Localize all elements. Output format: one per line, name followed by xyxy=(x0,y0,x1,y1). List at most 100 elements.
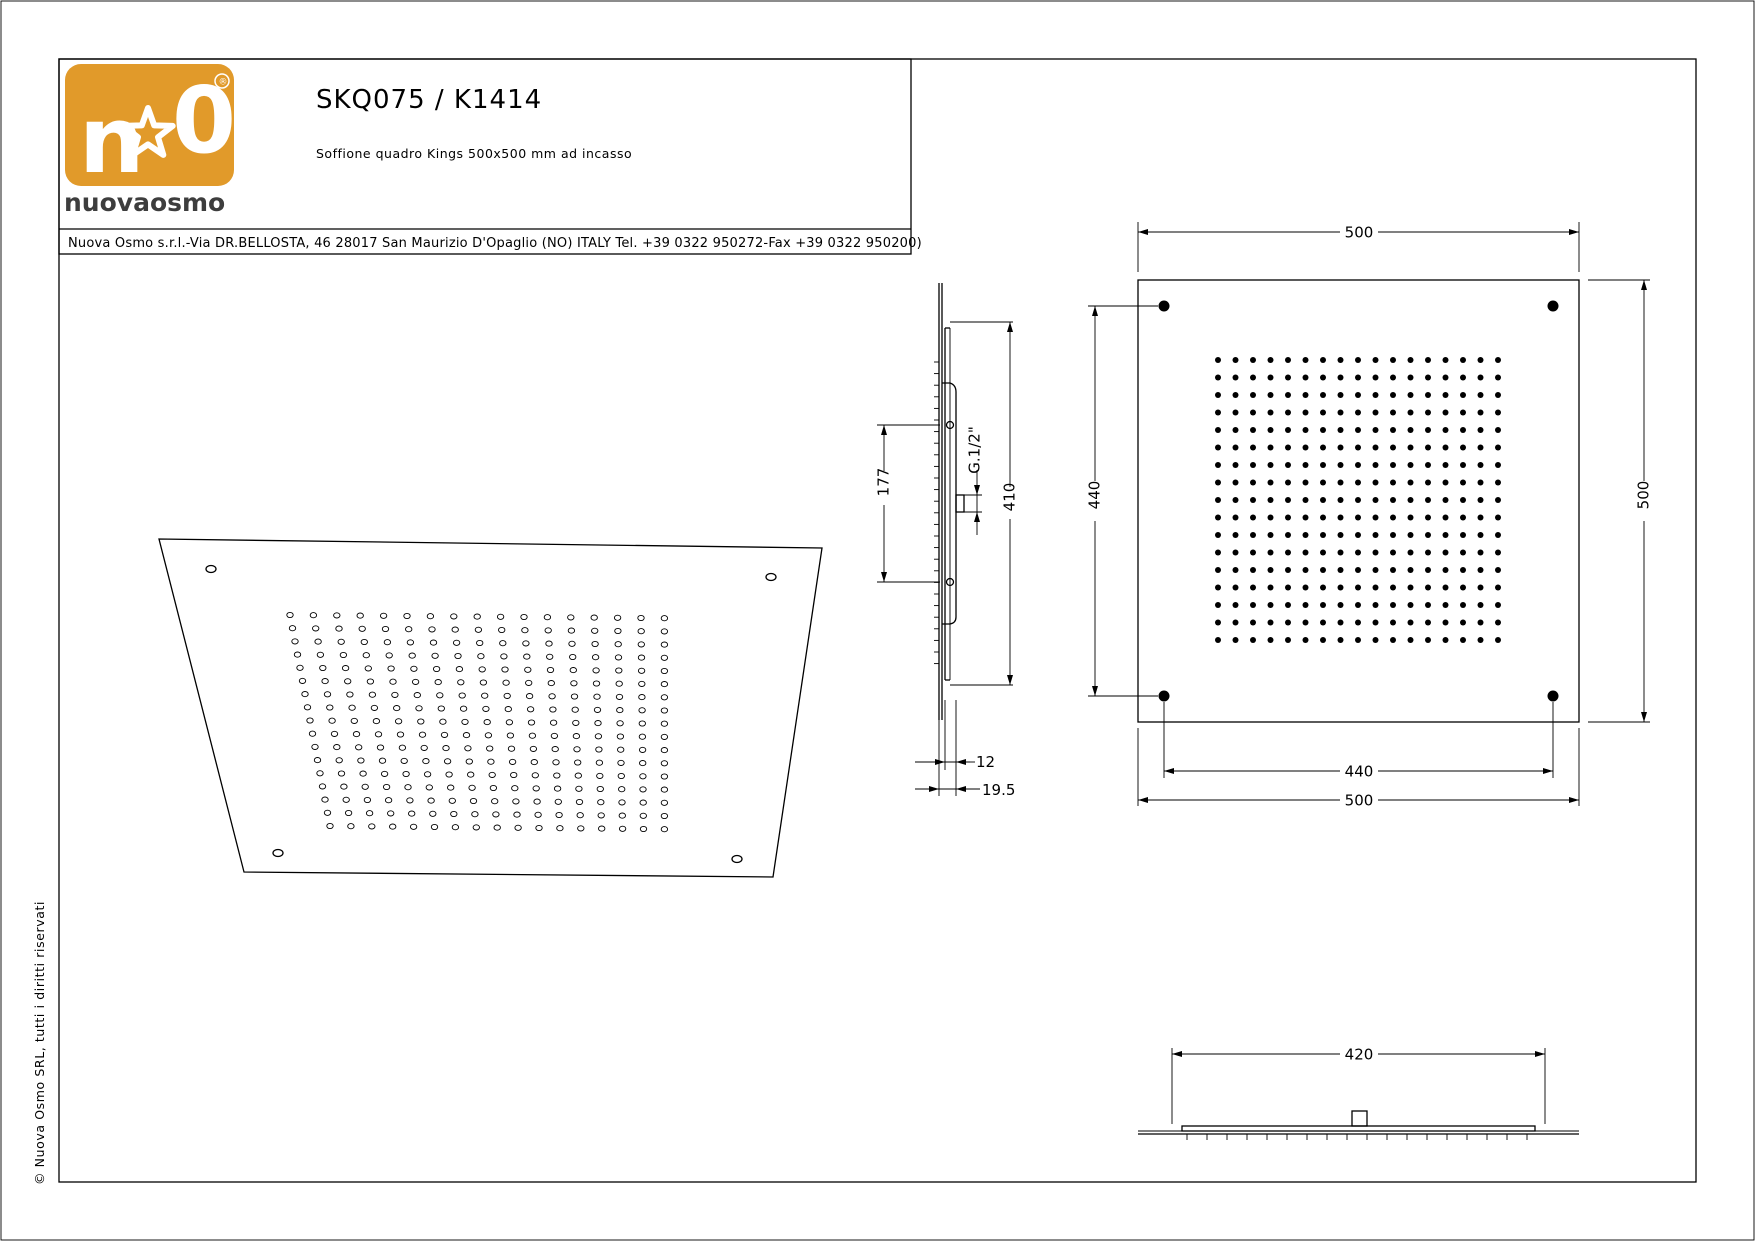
perspective-nozzle xyxy=(311,743,319,750)
front-nozzle xyxy=(1442,637,1449,643)
perspective-nozzle xyxy=(637,654,646,661)
front-nozzle xyxy=(1302,374,1309,381)
front-nozzle xyxy=(1425,602,1431,608)
front-view: 500 440 500 440 500 xyxy=(1085,222,1654,810)
registered-symbol: ® xyxy=(219,78,228,88)
perspective-fixing-hole xyxy=(272,848,284,858)
front-nozzle xyxy=(1267,444,1274,451)
perspective-nozzle xyxy=(376,744,385,751)
front-nozzle xyxy=(1232,497,1239,503)
perspective-nozzle xyxy=(660,747,669,754)
perspective-nozzle xyxy=(411,678,420,685)
perspective-nozzle xyxy=(505,719,514,726)
perspective-nozzle xyxy=(617,759,625,766)
front-nozzle xyxy=(1372,567,1379,573)
perspective-nozzle xyxy=(595,746,603,753)
front-nozzle xyxy=(1250,532,1256,538)
logo-letter-n: n xyxy=(79,87,145,194)
front-nozzle xyxy=(1267,549,1274,556)
front-nozzle xyxy=(1407,357,1414,363)
front-nozzle xyxy=(1390,497,1396,503)
perspective-nozzle xyxy=(595,759,604,766)
front-nozzle xyxy=(1460,479,1466,486)
front-nozzle xyxy=(1215,392,1221,398)
perspective-nozzle xyxy=(527,719,536,726)
perspective-nozzle xyxy=(546,653,554,660)
front-nozzle xyxy=(1442,479,1449,486)
perspective-nozzle xyxy=(341,665,350,672)
perspective-nozzle xyxy=(617,772,625,780)
perspective-nozzle xyxy=(445,771,453,778)
perspective-nozzle xyxy=(638,746,647,753)
perspective-nozzle xyxy=(346,691,354,698)
perspective-nozzle xyxy=(660,681,669,688)
side-section-view: 410 177 G.1/2" 12 19.5 xyxy=(874,283,1020,799)
brand-wordmark: nuovaosmo xyxy=(64,188,225,217)
perspective-nozzle xyxy=(574,759,582,766)
perspective-nozzle xyxy=(427,797,435,804)
front-nozzle xyxy=(1390,479,1396,486)
perspective-nozzle xyxy=(474,626,483,633)
product-code: SKQ075 / K1414 xyxy=(316,85,542,115)
front-nozzle xyxy=(1425,462,1431,468)
front-nozzle xyxy=(1215,374,1221,381)
front-nozzle xyxy=(1250,619,1256,626)
perspective-nozzle xyxy=(553,785,562,792)
front-nozzle xyxy=(1407,462,1414,468)
dimension-label-420: 420 xyxy=(1345,1046,1374,1064)
drawing-frame xyxy=(58,58,1697,1183)
perspective-nozzle xyxy=(554,798,562,805)
perspective-nozzle xyxy=(593,693,601,700)
perspective-nozzle xyxy=(572,733,581,740)
front-nozzle xyxy=(1215,444,1221,451)
front-nozzle xyxy=(1372,619,1379,626)
front-nozzle xyxy=(1267,374,1274,381)
front-nozzle xyxy=(1232,514,1239,521)
perspective-nozzle xyxy=(592,680,601,687)
perspective-nozzle xyxy=(594,733,603,740)
front-nozzle xyxy=(1407,409,1414,416)
perspective-nozzle xyxy=(328,717,336,724)
perspective-nozzle xyxy=(405,626,413,633)
perspective-nozzle xyxy=(510,771,518,779)
front-nozzle xyxy=(1302,444,1309,451)
perspective-nozzle xyxy=(618,825,627,832)
perspective-nozzle xyxy=(615,667,623,674)
front-nozzle xyxy=(1372,374,1379,381)
perspective-nozzle xyxy=(553,772,561,779)
front-nozzle xyxy=(1267,462,1274,468)
perspective-nozzle xyxy=(660,707,669,714)
front-nozzle xyxy=(1355,567,1361,573)
registered-mark-icon xyxy=(214,73,230,89)
front-nozzle xyxy=(1460,427,1466,433)
perspective-nozzle xyxy=(447,784,455,791)
perspective-nozzle xyxy=(502,679,510,686)
front-nozzle xyxy=(1285,619,1291,626)
front-nozzle xyxy=(1267,357,1274,363)
front-nozzle xyxy=(1372,637,1379,643)
perspective-nozzle xyxy=(614,654,623,661)
front-nozzle xyxy=(1425,392,1431,398)
perspective-nozzle xyxy=(406,639,415,646)
front-nozzle xyxy=(1495,549,1501,556)
perspective-nozzle xyxy=(638,694,646,701)
front-nozzle xyxy=(1390,637,1396,643)
front-nozzle xyxy=(1460,532,1466,538)
front-nozzle xyxy=(1302,514,1309,521)
front-nozzle-grid xyxy=(1215,357,1501,643)
front-nozzle xyxy=(1355,637,1361,643)
front-nozzle xyxy=(1495,637,1501,643)
perspective-nozzle xyxy=(309,612,318,619)
front-nozzle xyxy=(1337,444,1344,451)
logo-tile xyxy=(65,64,234,186)
front-nozzle xyxy=(1250,479,1256,486)
perspective-nozzle xyxy=(545,640,553,647)
perspective-nozzle xyxy=(413,692,421,699)
front-nozzle xyxy=(1460,462,1466,468)
front-nozzle xyxy=(1390,567,1396,573)
front-nozzle xyxy=(1250,392,1256,398)
front-nozzle xyxy=(1337,357,1344,363)
front-nozzle xyxy=(1355,497,1361,503)
perspective-fixing-hole xyxy=(731,854,743,864)
